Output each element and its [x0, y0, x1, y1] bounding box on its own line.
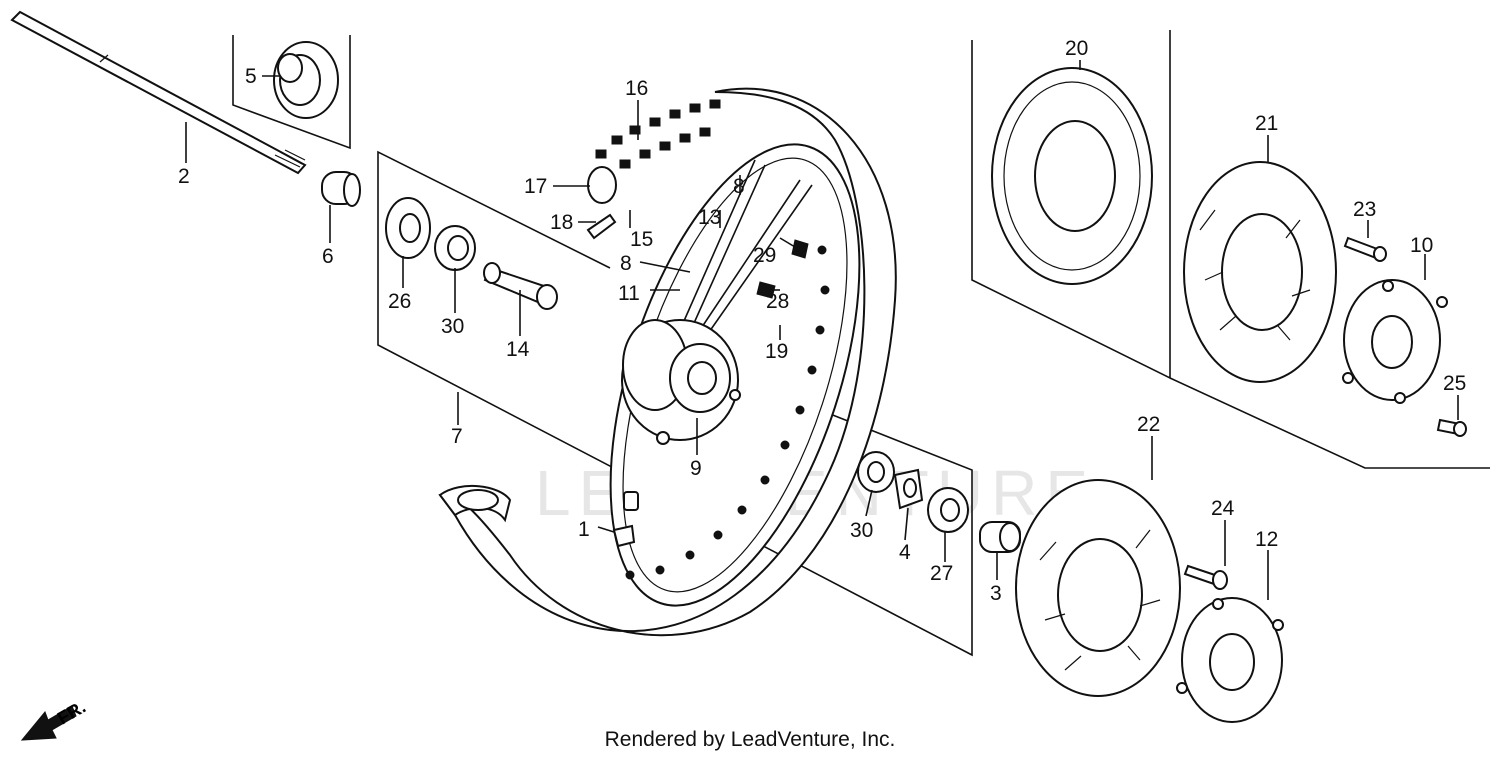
spokes: [679, 159, 813, 346]
bolt-24: [1183, 564, 1228, 590]
callout-29: 29: [753, 244, 776, 267]
bolt-23: [1343, 236, 1387, 262]
callout-5: 5: [245, 65, 257, 88]
callout-1: 1: [578, 518, 590, 541]
dust-seal-lower: [927, 487, 969, 533]
callout-10: 10: [1410, 234, 1433, 257]
callout-21: 21: [1255, 112, 1278, 135]
valve-cap: [612, 491, 639, 548]
leader-lines: [185, 60, 1459, 600]
callout-6: 6: [322, 245, 334, 268]
callout-3: 3: [990, 582, 1002, 605]
bearing-lower: [857, 451, 895, 493]
callout-14: 14: [506, 338, 530, 361]
callout-13: 13: [698, 206, 721, 229]
callout-28: 28: [766, 290, 789, 313]
callout-11: 11: [618, 282, 640, 305]
callouts: 1 2 3 4 5 6 7 8 8 9 10 11 12 13 14 15 16…: [178, 37, 1466, 605]
callout-16: 16: [625, 77, 648, 100]
callout-8a: 8: [733, 175, 745, 198]
callout-23: 23: [1353, 198, 1376, 221]
brake-disc-20: [991, 67, 1153, 285]
collar: [273, 41, 339, 119]
callout-30a: 30: [441, 315, 464, 338]
callout-2: 2: [178, 165, 190, 188]
disc-hub-12: [1176, 597, 1284, 723]
callout-17: 17: [524, 175, 547, 198]
credit-line: Rendered by LeadVenture, Inc.: [604, 728, 896, 751]
brake-disc-22: [1015, 479, 1181, 697]
callout-15: 15: [630, 228, 653, 251]
callout-25: 25: [1443, 372, 1466, 395]
callout-7: 7: [451, 425, 463, 448]
spoke-nipples: [756, 239, 809, 299]
side-collar: [321, 171, 361, 207]
callout-22: 22: [1137, 413, 1160, 436]
callout-27: 27: [930, 562, 953, 585]
callout-4: 4: [899, 541, 911, 564]
callout-19: 19: [765, 340, 788, 363]
collar-3: [979, 521, 1021, 553]
brake-disc-21: [1183, 161, 1337, 383]
distance-collar: [483, 262, 558, 310]
axle: [10, 10, 307, 175]
dust-seal: [385, 197, 431, 259]
disc-hub-10: [1342, 279, 1448, 404]
callout-9: 9: [690, 457, 702, 480]
callout-8b: 8: [620, 252, 632, 275]
callout-24: 24: [1211, 497, 1235, 520]
callout-30b: 30: [850, 519, 873, 542]
callout-26: 26: [388, 290, 411, 313]
bolt-25: [1436, 418, 1467, 437]
callout-12: 12: [1255, 528, 1278, 551]
hub: [621, 319, 741, 445]
bearing-upper: [434, 225, 476, 271]
tire: [438, 87, 897, 637]
tube-valve: [586, 166, 617, 240]
callout-18: 18: [550, 211, 573, 234]
callout-20: 20: [1065, 37, 1088, 60]
retainer: [893, 468, 924, 510]
